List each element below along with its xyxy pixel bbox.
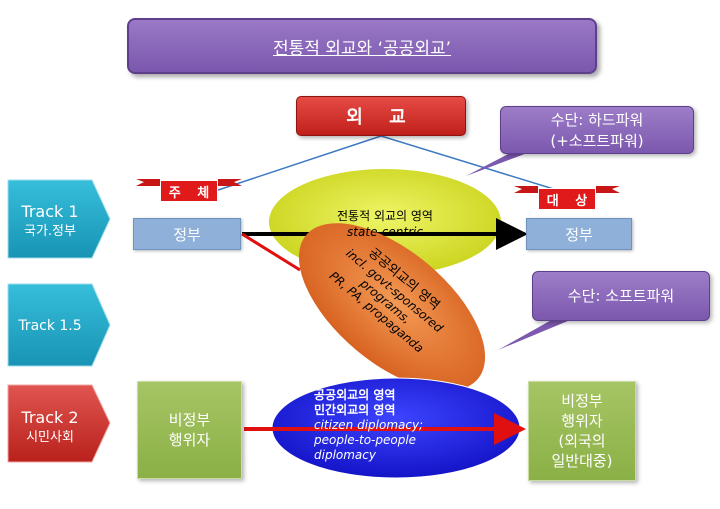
track2-sub: 시민사회 [26, 430, 74, 445]
traditional-line2: state-centric [347, 225, 423, 239]
civil-line5: diplomacy [314, 448, 376, 462]
civil-text: 공공외교의 영역 민간외교의 영역 citizen diplomacy; peo… [314, 388, 484, 463]
nongov-left-box: 비정부 행위자 [137, 381, 242, 479]
ribbon-subject-shape [136, 179, 242, 186]
traditional-line1: 전통적 외교의 영역 [337, 209, 433, 223]
track15-name: Track 1.5 [18, 318, 82, 334]
track1-sub: 국가.정부 [24, 224, 76, 239]
gov-left-box: 정부 [133, 218, 241, 250]
track2-name: Track 2 [21, 408, 79, 427]
civil-line1: 공공외교의 영역 [314, 388, 396, 402]
civil-line3: citizen diplomacy; [314, 418, 424, 432]
callout-soft-text: 수단: 소프트파워 [567, 286, 675, 305]
page-title: 전통적 외교와 ‘공공외교’ [272, 38, 451, 59]
callout-soft-pointer [498, 318, 575, 350]
track15-shape [7, 283, 111, 367]
red-diagonal-arrow [241, 232, 301, 272]
connector-left [187, 135, 382, 201]
ribbon-subject: 주 체 [160, 180, 218, 202]
track15-label: Track 1.5 [8, 316, 92, 336]
ribbon-subject-text: 주 체 [168, 185, 216, 201]
gov-right-label: 정부 [565, 225, 593, 244]
nongov-right-label: 비정부 행위자 (외국의 일반대중) [551, 392, 613, 470]
track2-label: Track 2 시민사회 [8, 408, 92, 448]
gov-left-label: 정부 [173, 225, 201, 244]
public-ellipse [298, 223, 486, 391]
track2-shape [7, 384, 111, 463]
ribbon-object-text: 대 상 [546, 193, 594, 209]
nongov-left-label: 비정부 행위자 [168, 411, 211, 449]
traditional-text: 전통적 외교의 영역 state-centric [300, 208, 470, 240]
civil-line4: people-to-people [314, 433, 417, 447]
gov-right-box: 정부 [526, 218, 632, 250]
connector-right [380, 135, 584, 199]
track1-shape [7, 179, 111, 259]
nongov-right-box: 비정부 행위자 (외국의 일반대중) [528, 381, 636, 481]
diplomacy-label: 외 교 [346, 107, 416, 128]
callout-hard-line2: (+소프트파워) [550, 132, 644, 150]
callout-soft-power: 수단: 소프트파워 [532, 271, 710, 321]
callout-hard-pointer [466, 152, 530, 176]
title-box: 전통적 외교와 ‘공공외교’ [127, 18, 597, 74]
ribbon-object-shape [514, 186, 620, 193]
track1-label: Track 1 국가.정부 [8, 202, 92, 242]
diplomacy-box: 외 교 [296, 96, 466, 136]
callout-hard-power: 수단: 하드파워 (+소프트파워) [500, 106, 694, 154]
civil-line2: 민간외교의 영역 [314, 403, 396, 417]
track1-name: Track 1 [21, 202, 79, 221]
callout-hard-line1: 수단: 하드파워 [550, 111, 644, 129]
ribbon-object: 대 상 [538, 188, 596, 210]
